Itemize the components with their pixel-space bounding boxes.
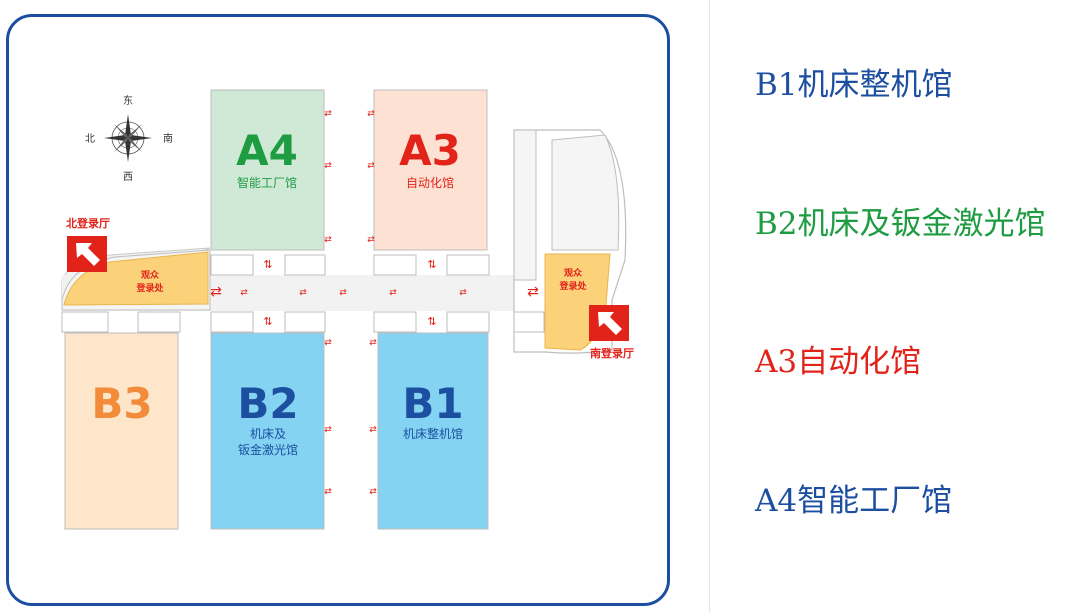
- south-registration-label-line2: 登录处: [558, 280, 587, 292]
- east-annex-inner: [551, 134, 620, 251]
- north-entrance-label: 北登录厅: [66, 216, 110, 230]
- compass-south: 南: [163, 132, 173, 145]
- east-annex-column: [513, 129, 537, 281]
- svg-text:⇄: ⇄: [210, 284, 222, 300]
- hall-b2-code: B2: [237, 379, 298, 428]
- hall-a4[interactable]: [210, 89, 325, 251]
- hall-a3-code: A3: [399, 126, 461, 175]
- hall-a4-code: A4: [236, 126, 298, 175]
- svg-text:⇄: ⇄: [369, 338, 377, 348]
- svg-text:⇄: ⇄: [389, 288, 397, 298]
- corridor-rooms: [61, 254, 545, 333]
- legend-item-a4[interactable]: A4智能工厂馆: [755, 483, 953, 519]
- svg-text:⇄: ⇄: [299, 288, 307, 298]
- south-registration-label-line1: 观众: [564, 267, 583, 279]
- hall-a4-name: 智能工厂馆: [237, 175, 297, 190]
- compass-west: 西: [123, 172, 133, 183]
- hall-b1[interactable]: [377, 332, 489, 530]
- south-entrance-label: 南登录厅: [590, 346, 634, 360]
- svg-text:⇅: ⇅: [263, 258, 272, 271]
- panel-divider: [709, 0, 710, 613]
- hall-a3-name: 自动化馆: [406, 175, 454, 190]
- svg-text:⇅: ⇅: [427, 258, 436, 271]
- svg-text:⇄: ⇄: [324, 338, 332, 348]
- compass-north: 北: [85, 133, 95, 145]
- compass-rose-icon: [104, 114, 152, 162]
- svg-text:⇄: ⇄: [339, 288, 347, 298]
- svg-text:⇄: ⇄: [459, 288, 467, 298]
- svg-text:⇄: ⇄: [369, 425, 377, 435]
- hall-b3-code: B3: [91, 379, 152, 428]
- hall-b2[interactable]: [210, 332, 325, 530]
- hall-b1-name: 机床整机馆: [403, 426, 463, 441]
- legend-item-b2[interactable]: B2机床及钣金激光馆: [755, 206, 1046, 242]
- svg-text:⇄: ⇄: [369, 487, 377, 497]
- legend-item-b1[interactable]: B1机床整机馆: [755, 67, 953, 103]
- hall-b2-name-line1: 机床及: [250, 427, 286, 441]
- svg-text:⇄: ⇄: [324, 487, 332, 497]
- svg-text:⇄: ⇄: [367, 109, 375, 119]
- hall-b1-code: B1: [402, 379, 463, 428]
- svg-text:⇅: ⇅: [263, 315, 272, 328]
- hall-b2-name-line2: 钣金激光馆: [238, 442, 298, 457]
- north-registration-label-line2: 登录处: [135, 282, 164, 294]
- legend-item-a3[interactable]: A3自动化馆: [755, 344, 922, 380]
- svg-text:⇄: ⇄: [367, 161, 375, 171]
- svg-text:⇄: ⇄: [324, 235, 332, 245]
- svg-text:⇄: ⇄: [527, 284, 539, 300]
- venue-map: ⇄ ⇄ ⇄ ⇄ ⇄ ⇄ ⇄ ⇅ ⇅ ⇅ ⇅ ⇄⇄⇄ ⇄⇄⇄ ⇄⇄⇄ ⇄⇄⇄ 东 …: [61, 89, 634, 530]
- compass-east: 东: [123, 94, 133, 107]
- svg-text:⇄: ⇄: [324, 109, 332, 119]
- north-registration-label-line1: 观众: [141, 269, 160, 281]
- hall-b3[interactable]: [64, 332, 179, 530]
- south-entrance-arrow-icon[interactable]: [589, 305, 629, 341]
- north-entrance-arrow-icon[interactable]: [67, 236, 107, 272]
- hall-a3[interactable]: [373, 89, 488, 251]
- svg-text:⇄: ⇄: [367, 235, 375, 245]
- corridor-arrows: ⇄ ⇄ ⇄ ⇄ ⇄ ⇄ ⇄ ⇅ ⇅ ⇅ ⇅ ⇄ ⇄ ⇄ ⇄ ⇄ ⇄ ⇄ ⇄ ⇄ ⇄ ⇄ ⇄: [210, 109, 539, 497]
- svg-text:⇄: ⇄: [324, 161, 332, 171]
- svg-text:⇅: ⇅: [427, 315, 436, 328]
- svg-text:⇄: ⇄: [240, 288, 248, 298]
- svg-text:⇄: ⇄: [324, 425, 332, 435]
